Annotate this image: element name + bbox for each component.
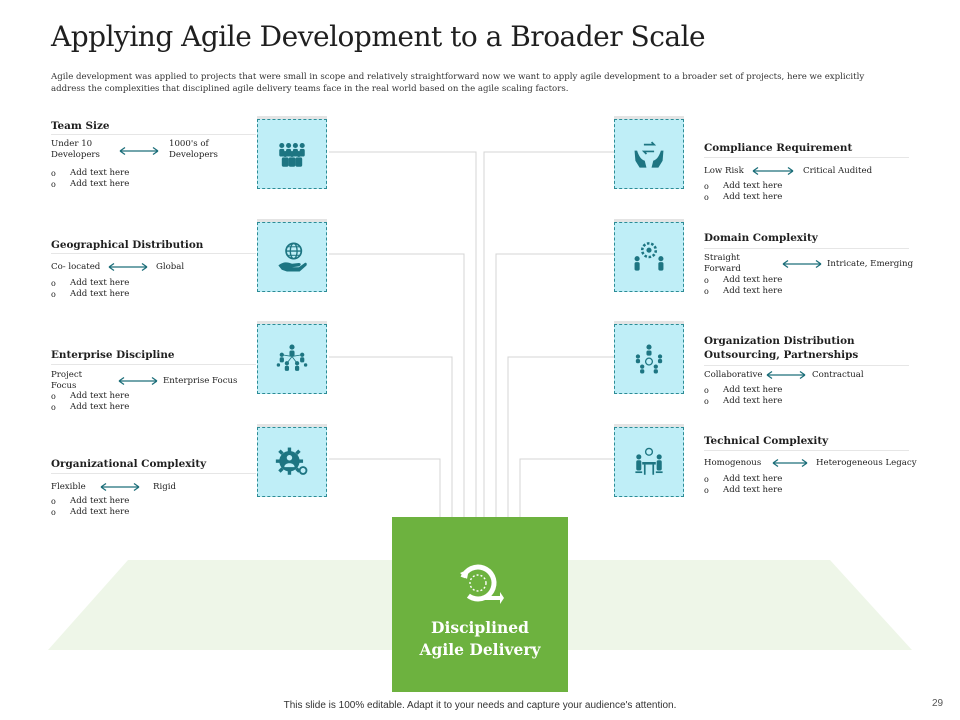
enterprise-heading: Enterprise Discipline (51, 349, 175, 361)
center-label-line2: Agile Delivery (419, 640, 541, 659)
network-people-icon (635, 344, 663, 374)
domain-icon-box (614, 222, 684, 292)
hands-arrows-icon (634, 141, 664, 168)
globe-hand-icon (278, 242, 307, 272)
double-arrow-icon (119, 146, 159, 156)
geo-to: Global (156, 262, 185, 272)
org-distribution-heading-line2: Outsourcing, Partnerships (704, 349, 859, 361)
geo-bullets: Add text here Add text here (51, 278, 129, 300)
domain-bullets: Add text here Add text here (704, 275, 782, 297)
team-size-to: 1000's of Developers (169, 139, 218, 160)
team-icon (279, 142, 305, 167)
domain-to: Intricate, Emerging (827, 259, 914, 269)
list-item: Add text here (704, 275, 782, 286)
page-title: Applying Agile Development to a Broader … (51, 20, 706, 53)
hierarchy-icon (276, 344, 308, 371)
team-size-heading: Team Size (51, 120, 110, 132)
list-item: Add text here (51, 179, 129, 190)
enterprise-icon-box (257, 324, 327, 394)
meeting-icon (635, 447, 663, 475)
org-distribution-bullets: Add text here Add text here (704, 385, 782, 407)
org-complexity-heading: Organizational Complexity (51, 458, 207, 470)
gear-people-icon (634, 242, 664, 271)
org-complexity-divider (51, 473, 256, 474)
list-item: Add text here (51, 391, 129, 402)
org-distribution-heading: Organization Distribution Outsourcing, P… (704, 334, 858, 362)
footer-note: This slide is 100% editable. Adapt it to… (283, 700, 677, 711)
page-subtitle: Agile development was applied to project… (51, 72, 865, 94)
technical-from: Homogenous (704, 458, 762, 468)
technical-to: Heterogeneous Legacy (816, 458, 917, 468)
center-label-line1: Disciplined (431, 618, 529, 637)
double-arrow-icon (766, 370, 806, 380)
list-item: Add text here (704, 286, 782, 297)
org-distribution-from: Collaborative (704, 370, 763, 380)
list-item: Add text here (704, 385, 782, 396)
compliance-heading: Compliance Requirement (704, 142, 853, 154)
compliance-to: Critical Audited (803, 166, 873, 176)
list-item: Add text here (51, 278, 129, 289)
org-complexity-bullets: Add text here Add text here (51, 496, 129, 518)
domain-from: Straight Forward (704, 253, 741, 274)
list-item: Add text here (51, 289, 129, 300)
center-label: Disciplined Agile Delivery (419, 617, 540, 661)
compliance-bullets: Add text here Add text here (704, 181, 782, 203)
technical-icon-box (614, 427, 684, 497)
domain-divider (704, 248, 909, 249)
org-distribution-to: Contractual (812, 370, 864, 380)
page-number: 29 (932, 698, 944, 709)
org-distribution-divider (704, 365, 909, 366)
org-distribution-icon-box (614, 324, 684, 394)
geo-divider (51, 253, 256, 254)
double-arrow-icon (100, 482, 140, 492)
agile-cycle-icon (459, 564, 504, 604)
team-size-from: Under 10 Developers (51, 139, 100, 160)
org-complexity-to: Rigid (153, 482, 176, 492)
geo-icon-box (257, 222, 327, 292)
list-item: Add text here (704, 181, 782, 192)
geo-heading: Geographical Distribution (51, 239, 204, 251)
list-item: Add text here (51, 168, 129, 179)
compliance-from: Low Risk (704, 166, 744, 176)
double-arrow-icon (118, 376, 158, 386)
list-item: Add text here (51, 402, 129, 413)
double-arrow-icon (772, 458, 808, 468)
enterprise-divider (51, 364, 256, 365)
list-item: Add text here (704, 396, 782, 407)
list-item: Add text here (704, 485, 782, 496)
enterprise-to: Enterprise Focus (163, 376, 238, 386)
org-complexity-icon-box (257, 427, 327, 497)
geo-from: Co- located (51, 262, 101, 272)
gear-person-icon (275, 447, 308, 475)
technical-heading: Technical Complexity (704, 435, 829, 447)
domain-heading: Domain Complexity (704, 232, 818, 244)
list-item: Add text here (704, 192, 782, 203)
org-complexity-from: Flexible (51, 482, 86, 492)
double-arrow-icon (108, 262, 148, 272)
technical-divider (704, 450, 909, 451)
compliance-icon-box (614, 119, 684, 189)
double-arrow-icon (752, 166, 794, 176)
team-size-divider (51, 134, 256, 135)
team-size-bullets: Add text here Add text here (51, 168, 129, 190)
team-size-icon-box (257, 119, 327, 189)
compliance-divider (704, 157, 909, 158)
list-item: Add text here (51, 496, 129, 507)
double-arrow-icon (782, 259, 822, 269)
technical-bullets: Add text here Add text here (704, 474, 782, 496)
list-item: Add text here (704, 474, 782, 485)
org-distribution-heading-line1: Organization Distribution (704, 335, 855, 347)
enterprise-bullets: Add text here Add text here (51, 391, 129, 413)
list-item: Add text here (51, 507, 129, 518)
enterprise-from: Project Focus (51, 370, 83, 391)
disciplined-agile-delivery-box: Disciplined Agile Delivery (392, 517, 568, 692)
